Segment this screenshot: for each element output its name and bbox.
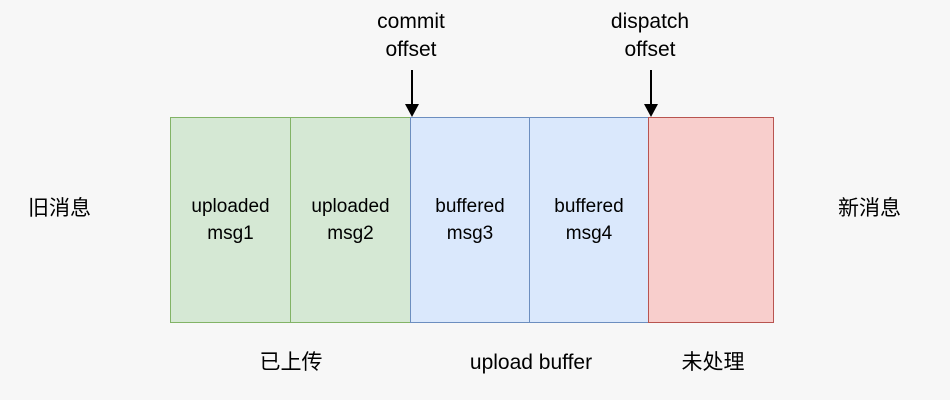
commit-offset-label: commit offset: [336, 8, 486, 64]
arrow-shaft: [411, 70, 413, 104]
cell-buffered-msg3: buffered msg3: [410, 117, 530, 323]
arrow-shaft: [650, 70, 652, 104]
cell-label-line2: msg4: [565, 223, 613, 244]
cell-label-line1: uploaded: [191, 196, 270, 217]
right-side-label: 新消息: [838, 197, 901, 220]
message-queue-bar: uploaded msg1 uploaded msg2 buffered msg…: [170, 117, 776, 323]
dispatch-offset-down-arrow-icon: [642, 70, 660, 117]
cell-uploaded-msg1: uploaded msg1: [170, 117, 291, 323]
cell-label-line1: uploaded: [311, 196, 390, 217]
cell-uploaded-msg2: uploaded msg2: [290, 117, 411, 323]
commit-offset-label-line2: offset: [385, 38, 437, 61]
commit-offset-down-arrow-icon: [403, 70, 421, 117]
uploaded-caption: 已上传: [259, 351, 323, 374]
upload-buffer-caption: upload buffer: [469, 351, 593, 374]
cell-label-line1: buffered: [435, 196, 505, 217]
dispatch-offset-label-line1: dispatch: [610, 10, 690, 33]
cell-label-line2: msg3: [446, 223, 494, 244]
cell-label-line2: msg1: [207, 223, 254, 244]
commit-offset-label-line1: commit: [377, 10, 445, 33]
dispatch-offset-label: dispatch offset: [572, 8, 728, 64]
cell-unprocessed: [648, 117, 774, 323]
arrow-head: [644, 104, 658, 117]
unprocessed-caption: 未处理: [681, 351, 745, 374]
dispatch-offset-label-line2: offset: [624, 38, 676, 61]
arrow-head: [405, 104, 419, 117]
cell-label-line1: buffered: [554, 196, 624, 217]
cell-label-line2: msg2: [327, 223, 374, 244]
cell-buffered-msg4: buffered msg4: [529, 117, 649, 323]
left-side-label: 旧消息: [28, 197, 91, 220]
